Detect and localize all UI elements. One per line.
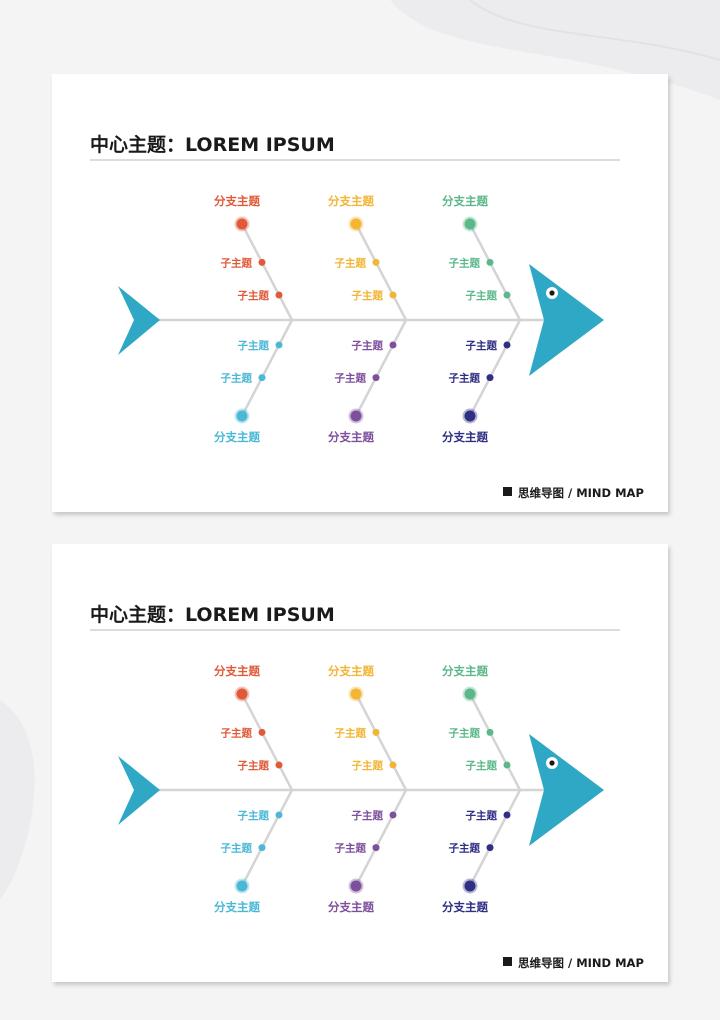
subtopic-dot [389, 341, 397, 349]
subtopic-dot [486, 728, 494, 736]
subtopic-label: 子主题 [449, 726, 481, 739]
branch-bone [354, 789, 408, 887]
subtopic-label: 子主题 [449, 842, 481, 855]
branch-bone [240, 693, 294, 791]
subtopic-label: 子主题 [466, 339, 498, 352]
subtopic-dot [258, 844, 266, 852]
branch-label: 分支主题 [442, 194, 488, 208]
subtopic-dot [389, 811, 397, 819]
footer-caption: 思维导图 / MIND MAP [518, 486, 644, 500]
subtopic-dot [372, 374, 380, 382]
branch-node [464, 688, 476, 700]
black-square-icon [503, 957, 512, 966]
branch-label: 分支主题 [214, 430, 260, 444]
branch-bone [354, 693, 408, 791]
subtopic-dot [503, 291, 511, 299]
branch-node [236, 688, 248, 700]
subtopic-label: 子主题 [221, 256, 253, 269]
subtopic-label: 子主题 [221, 842, 253, 855]
subtopic-dot [389, 291, 397, 299]
subtopic-label: 子主题 [221, 372, 253, 385]
subtopic-label: 子主题 [335, 726, 367, 739]
branch-label: 分支主题 [442, 664, 488, 678]
subtopic-dot [503, 811, 511, 819]
subtopic-label: 子主题 [352, 339, 384, 352]
fish-tail [118, 286, 160, 355]
branch-label: 分支主题 [214, 664, 260, 678]
branch-label: 分支主题 [214, 194, 260, 208]
branch-bone [468, 789, 522, 887]
branch-node [350, 218, 362, 230]
branch-node [236, 410, 248, 422]
branch-node [236, 218, 248, 230]
branch-node [350, 410, 362, 422]
subtopic-label: 子主题 [238, 759, 270, 772]
subtopic-dot [389, 761, 397, 769]
branch-bone [354, 223, 408, 321]
black-square-icon [503, 487, 512, 496]
subtopic-label: 子主题 [466, 759, 498, 772]
branch-node [464, 218, 476, 230]
subtopic-label: 子主题 [335, 372, 367, 385]
subtopic-dot [275, 341, 283, 349]
branch-label: 分支主题 [442, 900, 488, 914]
subtopic-dot [258, 728, 266, 736]
branch-node [464, 410, 476, 422]
subtopic-label: 子主题 [449, 256, 481, 269]
branch-label: 分支主题 [328, 664, 374, 678]
subtopic-dot [275, 811, 283, 819]
eye-pupil [549, 290, 555, 296]
eye-pupil [549, 760, 555, 766]
subtopic-label: 子主题 [352, 809, 384, 822]
subtopic-label: 子主题 [466, 289, 498, 302]
fish-tail [118, 756, 160, 825]
branch-bone [468, 223, 522, 321]
footer-caption: 思维导图 / MIND MAP [518, 956, 644, 970]
branch-node [236, 880, 248, 892]
branch-node [350, 880, 362, 892]
subtopic-dot [486, 374, 494, 382]
subtopic-label: 子主题 [335, 256, 367, 269]
subtopic-label: 子主题 [221, 726, 253, 739]
subtopic-dot [258, 258, 266, 266]
branch-label: 分支主题 [214, 900, 260, 914]
subtopic-label: 子主题 [238, 339, 270, 352]
branch-label: 分支主题 [328, 900, 374, 914]
page-title: 中心主题：LOREM IPSUM [90, 133, 335, 156]
subtopic-label: 子主题 [238, 289, 270, 302]
subtopic-dot [275, 761, 283, 769]
subtopic-dot [486, 844, 494, 852]
subtopic-label: 子主题 [449, 372, 481, 385]
subtopic-dot [258, 374, 266, 382]
subtopic-label: 子主题 [335, 842, 367, 855]
subtopic-dot [275, 291, 283, 299]
branch-label: 分支主题 [442, 430, 488, 444]
page-title: 中心主题：LOREM IPSUM [90, 603, 335, 626]
fishbone-diagram: 中心主题：LOREM IPSUM分支主题子主题子主题分支主题子主题子主题分支主题… [90, 133, 644, 500]
subtopic-dot [372, 728, 380, 736]
branch-label: 分支主题 [328, 194, 374, 208]
fishbone-diagram: 中心主题：LOREM IPSUM分支主题子主题子主题分支主题子主题子主题分支主题… [90, 603, 644, 970]
branch-bone [240, 789, 294, 887]
branch-bone [240, 319, 294, 417]
branch-bone [468, 319, 522, 417]
subtopic-label: 子主题 [466, 809, 498, 822]
branch-node [350, 688, 362, 700]
subtopic-dot [503, 761, 511, 769]
branch-node [464, 880, 476, 892]
subtopic-label: 子主题 [238, 809, 270, 822]
branch-bone [468, 693, 522, 791]
subtopic-label: 子主题 [352, 289, 384, 302]
subtopic-dot [503, 341, 511, 349]
branch-label: 分支主题 [328, 430, 374, 444]
subtopic-dot [372, 844, 380, 852]
branch-bone [354, 319, 408, 417]
subtopic-dot [486, 258, 494, 266]
branch-bone [240, 223, 294, 321]
subtopic-label: 子主题 [352, 759, 384, 772]
subtopic-dot [372, 258, 380, 266]
